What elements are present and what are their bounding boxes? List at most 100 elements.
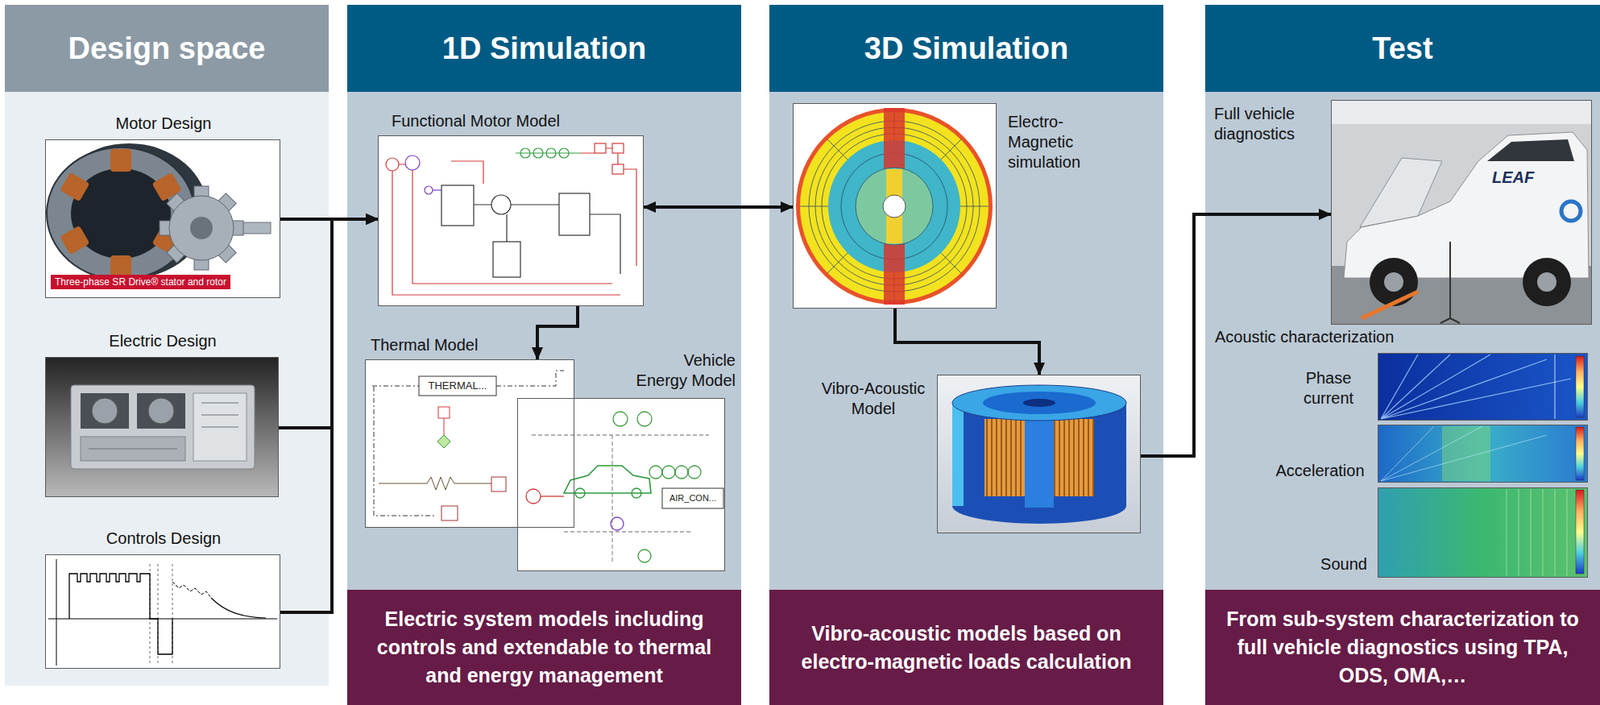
vehicle-energy-schematic [517, 397, 726, 572]
column-background [769, 91, 1164, 590]
motor-model-schematic [559, 193, 590, 236]
motor-model-schematic [377, 135, 644, 307]
control-waveform [45, 554, 281, 669]
column-background [4, 91, 329, 686]
inverter-photo [148, 397, 175, 424]
motor-photo [45, 139, 281, 299]
vehicle-test-photo [1361, 291, 1418, 319]
motor-photo [110, 149, 132, 172]
column-background [4, 4, 1600, 705]
thermal-schematic [443, 418, 445, 436]
thermal-schematic [441, 505, 458, 521]
inverter-photo [70, 385, 255, 469]
footer-band: From sub-system characterization to full… [1205, 589, 1600, 705]
column-header: Test [1205, 4, 1600, 92]
vibro-acoustic-model [936, 374, 1141, 534]
thermal-schematic [437, 435, 451, 448]
motor-model-schematic [491, 194, 511, 215]
spectrogram [1377, 352, 1588, 421]
connector-arrow [278, 219, 378, 428]
spectrogram [1377, 352, 1588, 578]
connector-arrow [537, 306, 578, 360]
inverter-photo [45, 356, 279, 498]
column-header: Design space [4, 4, 329, 92]
control-waveform [45, 554, 281, 669]
spectrogram [1380, 426, 1547, 481]
model-panel: Functional Motor Model [377, 135, 644, 307]
model-panel: Electro-Magnetic simulation [792, 103, 997, 309]
motor-model-schematic [533, 148, 544, 158]
spectrogram [1575, 489, 1584, 574]
thermal-schematic [373, 386, 436, 516]
motor-model-schematic [612, 143, 624, 154]
control-waveform [172, 581, 212, 598]
column-background [347, 91, 742, 590]
control-waveform [48, 559, 278, 666]
inverter-photo [88, 402, 239, 449]
inverter-photo [136, 393, 186, 429]
motor-model-schematic [520, 148, 531, 158]
vehicle-test-photo [1359, 157, 1443, 228]
motor-photo [59, 225, 90, 256]
electromagnetic-field-plot [855, 167, 933, 245]
vehicle-test-photo [1330, 99, 1592, 325]
image-panel: Controls Design [45, 554, 281, 669]
summary-text: Vibro-acoustic models based on electro-m… [769, 589, 1164, 705]
column-header: 3D Simulation [769, 4, 1164, 92]
spectrogram-panel: Acceleration [1377, 424, 1588, 483]
inverter-photo [80, 393, 129, 429]
model-panel: Vehicle Energy Model [517, 397, 726, 572]
inverter-photo [91, 397, 118, 424]
motor-model-schematic [559, 148, 569, 158]
motor-model-schematic [493, 241, 521, 278]
vehicle-energy-schematic [526, 489, 541, 504]
motor-photo [59, 172, 90, 203]
spectrogram [1554, 354, 1556, 419]
panel-heading: Vehicle Energy Model [630, 350, 736, 391]
column-panel: Full vehicle diagnosticsPhase currentAcc… [1205, 4, 1600, 705]
control-waveform [211, 597, 266, 618]
motor-photo [45, 139, 281, 299]
thermal-schematic [438, 406, 450, 419]
column-background [769, 4, 1164, 92]
spectrogram-panel: Sound [1377, 487, 1588, 578]
vehicle-test-photo [1330, 99, 1592, 125]
vehicle-energy-schematic [662, 488, 724, 509]
column-background [1205, 589, 1600, 705]
vehicle-energy-schematic [610, 517, 624, 531]
vehicle-test-photo [1384, 272, 1404, 292]
panel-heading: Controls Design [45, 528, 282, 549]
thermal-schematic [418, 376, 497, 396]
column-background [1205, 4, 1600, 92]
vehicle-energy-schematic [575, 488, 585, 498]
vibro-acoustic-model [952, 402, 964, 506]
panel-heading: Full vehicle diagnostics [1214, 103, 1321, 145]
electromagnetic-field-plot [792, 103, 997, 309]
column-panel: Functional Motor ModelThermal ModelVehic… [347, 4, 742, 705]
control-waveform [69, 573, 173, 655]
motor-model-schematic [432, 189, 442, 191]
motor-model-schematic [473, 204, 621, 274]
vehicle-logo: LEAF [1492, 167, 1534, 187]
connector-arrow [643, 205, 793, 209]
connector-arrow [280, 219, 378, 613]
vehicle-energy-schematic [637, 411, 652, 427]
vibro-acoustic-model [1024, 418, 1054, 508]
spectrogram [1380, 426, 1547, 481]
electromagnetic-field-plot [882, 194, 906, 218]
photo-caption: Three-phase SR Drive® stator and rotor [50, 274, 231, 290]
motor-model-schematic [385, 157, 399, 171]
section-label: Acoustic characterization [1214, 327, 1394, 348]
vehicle-test-photo [1369, 257, 1418, 307]
motor-model-schematic [377, 135, 644, 307]
vehicle-energy-schematic [662, 465, 676, 479]
panel-heading: Electro-Magnetic simulation [1007, 111, 1105, 173]
vehicle-test-photo [1440, 241, 1460, 324]
image-panel: Electric Design [45, 356, 279, 498]
thermal-schematic [491, 476, 506, 492]
spectrogram [1380, 354, 1571, 419]
